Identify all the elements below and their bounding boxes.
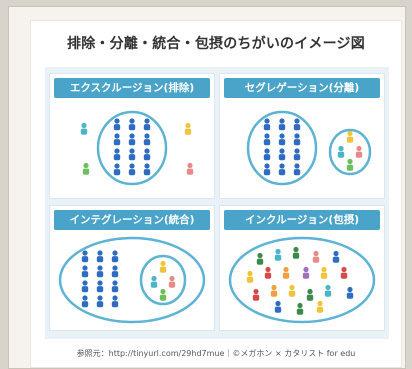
person-icon <box>355 145 363 158</box>
diagram-card: 排除・分離・統合・包摂のちがいのイメージ図 エクスクルージョン(排除) セグレゲ… <box>31 21 401 367</box>
panel-inclusion: インクルージョン(包摂) <box>219 205 385 331</box>
person-icon <box>184 122 192 135</box>
person-icon <box>340 266 348 279</box>
person-icon <box>263 133 271 146</box>
integration-illustration <box>58 236 206 324</box>
person-icon <box>111 280 119 293</box>
person-icon <box>96 265 104 278</box>
person-icon <box>293 148 301 161</box>
inclusion-illustration <box>228 236 376 324</box>
person-icon <box>278 133 286 146</box>
diagram-title: 排除・分離・統合・包摂のちがいのイメージ図 <box>67 36 365 52</box>
person-icon <box>278 163 286 176</box>
person-icon <box>111 265 119 278</box>
person-icon <box>159 260 167 273</box>
integration-outer-ring <box>58 236 206 324</box>
person-icon <box>113 163 121 176</box>
person-icon <box>293 163 301 176</box>
person-icon <box>186 162 194 175</box>
panel-segregation: セグレゲーション(分離) <box>219 73 385 199</box>
person-icon <box>274 248 282 261</box>
person-icon <box>143 133 151 146</box>
inclusion-ring <box>228 236 376 324</box>
person-icon <box>128 163 136 176</box>
person-icon <box>111 250 119 263</box>
person-icon <box>278 148 286 161</box>
person-icon <box>96 295 104 308</box>
person-icon <box>274 300 282 313</box>
person-icon <box>332 250 340 263</box>
person-icon <box>288 284 296 297</box>
person-icon <box>246 270 254 283</box>
person-icon <box>263 163 271 176</box>
person-icon <box>82 162 90 175</box>
segregation-small-ring <box>328 128 372 176</box>
person-icon <box>346 130 354 143</box>
person-icon <box>252 288 260 301</box>
person-icon <box>168 275 176 288</box>
person-icon <box>113 133 121 146</box>
person-icon <box>302 266 310 279</box>
person-icon <box>346 286 354 299</box>
person-icon <box>278 118 286 131</box>
panel-exclusion-label: エクスクルージョン(排除) <box>54 78 210 98</box>
person-icon <box>320 266 328 279</box>
person-icon <box>80 122 88 135</box>
person-icon <box>263 148 271 161</box>
person-icon <box>292 246 300 259</box>
panel-inclusion-label: インクルージョン(包摂) <box>224 210 380 230</box>
panel-integration-label: インテグレーション(統合) <box>54 210 210 230</box>
person-icon <box>81 265 89 278</box>
panel-exclusion: エクスクルージョン(排除) <box>49 73 215 199</box>
person-icon <box>111 295 119 308</box>
person-icon <box>128 118 136 131</box>
panel-integration: インテグレーション(統合) <box>49 205 215 331</box>
person-icon <box>337 145 345 158</box>
person-icon <box>293 133 301 146</box>
person-icon <box>263 118 271 131</box>
exclusion-illustration <box>80 110 194 186</box>
person-icon <box>312 250 320 263</box>
person-icon <box>143 163 151 176</box>
person-icon <box>81 250 89 263</box>
person-icon <box>316 300 324 313</box>
person-icon <box>150 275 158 288</box>
person-icon <box>128 148 136 161</box>
person-icon <box>81 280 89 293</box>
person-icon <box>346 158 354 171</box>
source-footer: 参照元：http://tinyurl.com/29hd7mue｜©メガホン × … <box>76 349 356 358</box>
person-icon <box>96 280 104 293</box>
segregation-illustration <box>246 110 372 186</box>
person-icon <box>81 295 89 308</box>
person-icon <box>96 250 104 263</box>
person-icon <box>293 118 301 131</box>
person-icon <box>264 266 272 279</box>
person-icon <box>159 288 167 301</box>
integration-inner-ring <box>139 254 187 306</box>
person-icon <box>113 148 121 161</box>
person-icon <box>324 284 332 297</box>
person-icon <box>282 266 290 279</box>
person-icon <box>270 284 278 297</box>
segregation-main-ring <box>246 110 318 186</box>
person-icon <box>113 118 121 131</box>
person-icon <box>143 118 151 131</box>
person-icon <box>128 133 136 146</box>
person-icon <box>296 302 304 315</box>
diagram-grid: エクスクルージョン(排除) セグレゲーション(分離) インテグレーション(統合) <box>45 67 389 339</box>
person-icon <box>306 288 314 301</box>
person-icon <box>143 148 151 161</box>
panel-segregation-label: セグレゲーション(分離) <box>224 78 380 98</box>
exclusion-ring <box>96 110 168 186</box>
screenshot-frame: 排除・分離・統合・包摂のちがいのイメージ図 エクスクルージョン(排除) セグレゲ… <box>8 6 406 369</box>
person-icon <box>256 252 264 265</box>
